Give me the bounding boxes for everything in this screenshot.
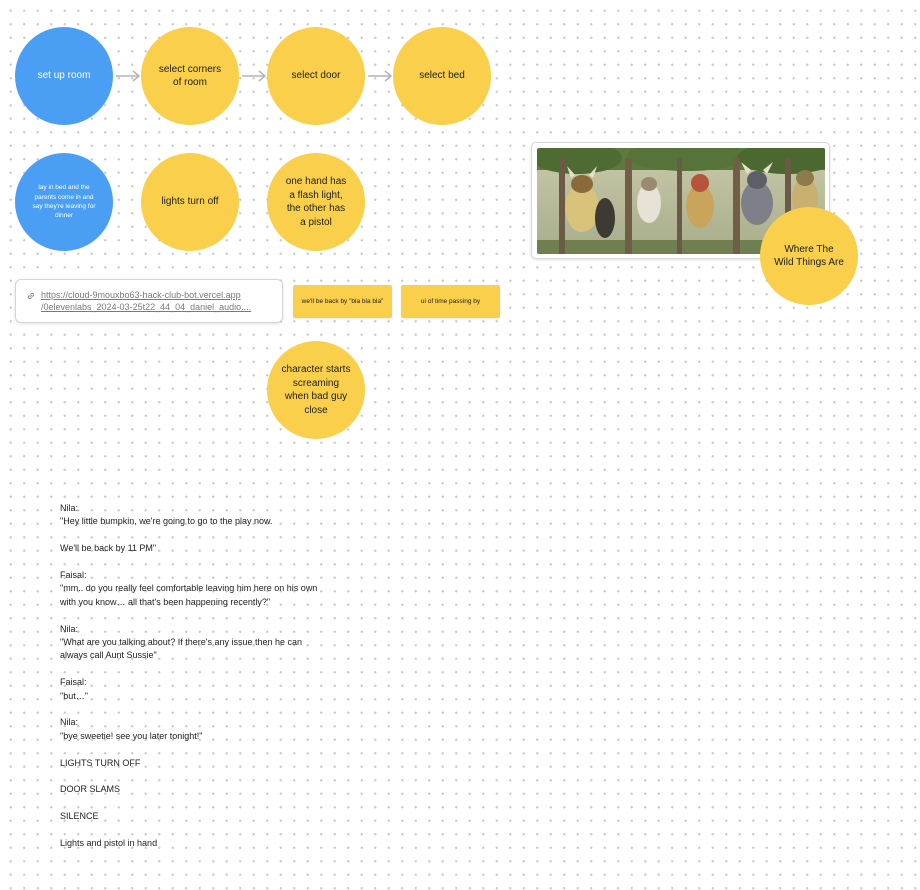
link-icon [27,292,35,300]
sticky-note-text: we'll be back by "bla bla bla" [301,298,384,305]
node-label: character starts screaming when bad guy … [281,364,351,416]
script-line: Lights and pistol in hand [60,838,158,849]
node-label: Where The Wild Things Are [774,243,844,269]
script-line: DOOR SLAMS [60,784,121,795]
script-line: Faisal: "mm.. do you really feel comfort… [60,570,318,607]
script-line: Nila: "What are you talking about? If th… [60,623,303,661]
arrow-right-icon [242,70,267,82]
script-line: SILENCE [60,811,99,822]
node-select-bed[interactable]: select bed [393,27,491,125]
node-select-door[interactable]: select door [267,27,365,125]
node-label: set up room [37,70,91,82]
link-url-line2: /0elevenlabs_2024-03-25t22_44_04_daniel_… [41,302,252,313]
node-label: select door [291,70,341,82]
node-label: select bed [419,70,465,82]
node-select-corners[interactable]: select corners of room [141,27,239,125]
node-set-up-room[interactable]: set up room [15,27,113,125]
sticky-note-text: ui of time passing by [420,298,481,305]
script-line: Faisal: "but…" [60,677,88,701]
script-line: LIGHTS TURN OFF [60,757,141,768]
node-label: select corners of room [158,63,222,89]
node-lights-turn-off[interactable]: lights turn off [141,153,239,251]
link-card[interactable]: https://cloud-9mouxbo63-hack-club-bot.ve… [15,279,283,323]
node-character-screams[interactable]: character starts screaming when bad guy … [267,341,365,439]
node-label: one hand has a flash light, the other ha… [285,176,347,228]
node-label: lay in bed and the parents come in and s… [32,184,96,220]
script-line: Nila: "Hey little bumpkin, we're going t… [60,503,273,527]
link-url-line1: https://cloud-9mouxbo63-hack-club-bot.ve… [41,290,241,300]
script-line: Nila: "bye sweetie! see you later tonigh… [60,717,203,741]
node-label: lights turn off [161,196,219,208]
sticky-note-back-by[interactable]: we'll be back by "bla bla bla" [293,285,392,318]
node-where-the-wild-things-are[interactable]: Where The Wild Things Are [760,207,858,305]
arrow-right-icon [368,70,393,82]
script-line: We'll be back by 11 PM" [60,543,157,554]
node-flashlight-pistol[interactable]: one hand has a flash light, the other ha… [267,153,365,251]
script-text-block[interactable]: Nila: "Hey little bumpkin, we're going t… [60,502,330,850]
node-lay-in-bed[interactable]: lay in bed and the parents come in and s… [15,153,113,251]
sticky-note-time-passing[interactable]: ui of time passing by [401,285,500,318]
link-url[interactable]: https://cloud-9mouxbo63-hack-club-bot.ve… [41,289,266,322]
arrow-right-icon [116,70,141,82]
